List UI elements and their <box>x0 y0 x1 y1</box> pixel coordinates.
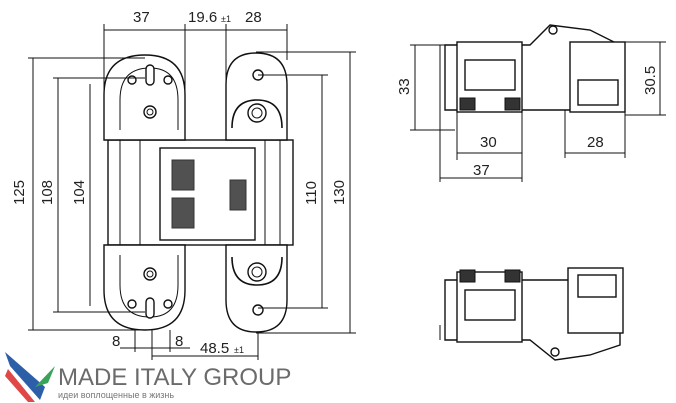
side-dimension-labels: 33 30 37 30.5 28 <box>396 66 659 179</box>
front-dimension-lines <box>28 24 356 360</box>
dim-19-6: 19.6 <box>188 9 217 26</box>
dim-28-side: 28 <box>587 134 604 151</box>
dim-48-5: 48.5 <box>200 340 229 357</box>
dim-8-left: 8 <box>112 333 120 350</box>
dim-104: 104 <box>71 180 88 205</box>
hinge-side-view-bottom <box>439 267 624 361</box>
hinge-side-view-top <box>444 24 626 113</box>
right-wing-bottom <box>225 244 288 333</box>
logo-red-stroke <box>5 369 35 402</box>
dim-19-6-tolerance: ±1 <box>221 14 231 24</box>
left-wing-bottom <box>103 244 186 331</box>
logo-name: MADE ITALY GROUP <box>58 364 291 391</box>
dim-30-5: 30.5 <box>642 66 659 95</box>
logo-blue-stroke <box>5 352 45 400</box>
dim-30: 30 <box>480 134 497 151</box>
logo-green-stroke <box>35 366 55 387</box>
dim-37-side: 37 <box>473 162 490 179</box>
dim-48-5-tolerance: ±1 <box>234 345 244 355</box>
dim-110: 110 <box>303 181 320 205</box>
dim-8-right: 8 <box>175 333 183 350</box>
side-dimension-lines <box>410 41 666 182</box>
dim-37: 37 <box>133 9 150 26</box>
left-wing-top <box>103 54 186 141</box>
front-dimension-labels: 37 19.6 ±1 28 125 108 104 110 130 8 8 48… <box>11 9 348 357</box>
dim-33: 33 <box>396 78 413 95</box>
dim-28-top: 28 <box>245 9 262 26</box>
hinge-front-view <box>103 52 294 333</box>
made-italy-group-logo: MADE ITALY GROUP идеи воплощенные в жизн… <box>5 352 291 402</box>
dim-108: 108 <box>39 180 56 205</box>
dim-125: 125 <box>11 180 28 205</box>
right-wing-top <box>225 52 288 141</box>
dim-130: 130 <box>331 180 348 205</box>
logo-tagline: идеи воплощенные в жизнь <box>58 390 174 400</box>
